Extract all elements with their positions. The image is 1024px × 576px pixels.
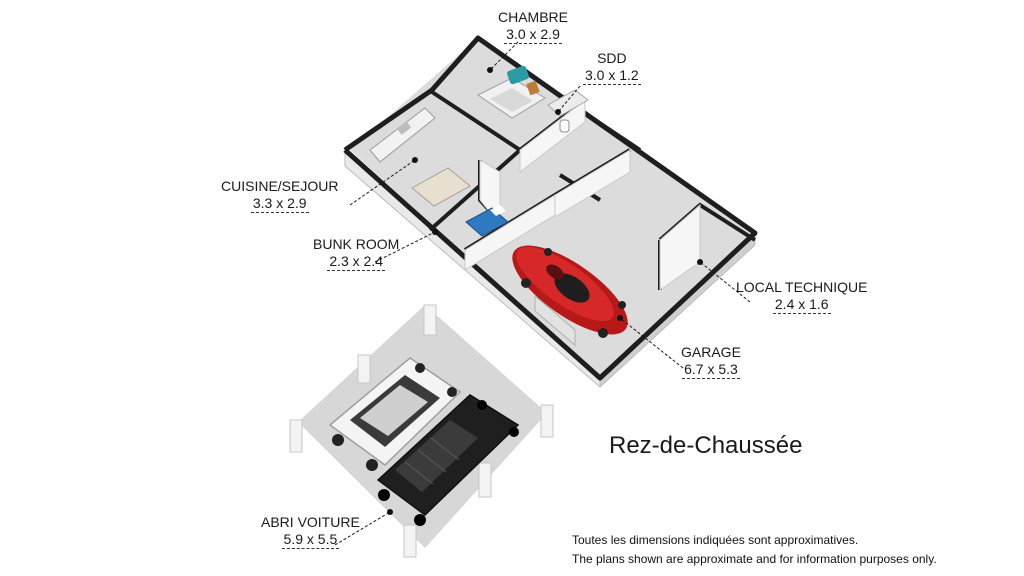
disclaimer-fr: Toutes les dimensions indiquées sont app…	[572, 533, 859, 547]
room-dimensions: 6.7 x 5.3	[682, 361, 740, 379]
room-name: CUISINE/SEJOUR	[221, 178, 339, 194]
room-label-chambre: CHAMBRE 3.0 x 2.9	[498, 9, 568, 44]
bathroom-toilet	[559, 119, 570, 133]
room-label-bunk-room: BUNK ROOM 2.3 x 2.4	[313, 236, 399, 271]
room-name: CHAMBRE	[498, 9, 569, 25]
room-name: BUNK ROOM	[313, 236, 400, 252]
room-label-local-technique: LOCAL TECHNIQUE 2.4 x 1.6	[736, 279, 867, 314]
room-dimensions: 3.3 x 2.9	[250, 195, 309, 213]
floor-title: Rez-de-Chaussée	[609, 432, 803, 459]
leader-dots	[387, 67, 703, 515]
room-label-sdd: SDD 3.0 x 1.2	[583, 50, 641, 85]
room-dimensions: 3.0 x 2.9	[504, 26, 562, 44]
carport-black-pickup	[376, 394, 520, 526]
living-sofa	[411, 167, 471, 207]
room-name: GARAGE	[681, 344, 741, 360]
room-label-cuisine-sejour: CUISINE/SEJOUR 3.3 x 2.9	[221, 178, 338, 213]
bedroom-table	[526, 80, 540, 96]
room-dimensions: 5.9 x 5.5	[281, 531, 340, 549]
room-dimensions: 3.0 x 1.2	[583, 67, 641, 85]
interior-wall-faces	[464, 98, 701, 291]
kitchen-sink	[396, 121, 412, 135]
disclaimer: Toutes les dimensions indiquées sont app…	[572, 531, 937, 569]
disclaimer-en: The plans shown are approximate and for …	[572, 552, 937, 566]
leader-lines	[334, 41, 751, 546]
garage-door	[534, 294, 576, 347]
carport-posts	[289, 304, 554, 558]
carport-white-suv	[328, 357, 462, 471]
room-name: LOCAL TECHNIQUE	[736, 279, 868, 295]
room-label-garage: GARAGE 6.7 x 5.3	[681, 344, 741, 379]
room-name: ABRI VOITURE	[261, 514, 360, 530]
room-label-abri-voiture: ABRI VOITURE 5.9 x 5.5	[261, 514, 360, 549]
garage-red-car	[512, 245, 628, 338]
room-name: SDD	[597, 50, 627, 66]
bedroom-bed-cover	[490, 88, 533, 112]
room-dimensions: 2.3 x 2.4	[327, 253, 386, 271]
room-dimensions: 2.4 x 1.6	[772, 296, 831, 314]
bunk-bed-pillow	[490, 205, 506, 216]
bedroom-chair	[507, 65, 529, 85]
